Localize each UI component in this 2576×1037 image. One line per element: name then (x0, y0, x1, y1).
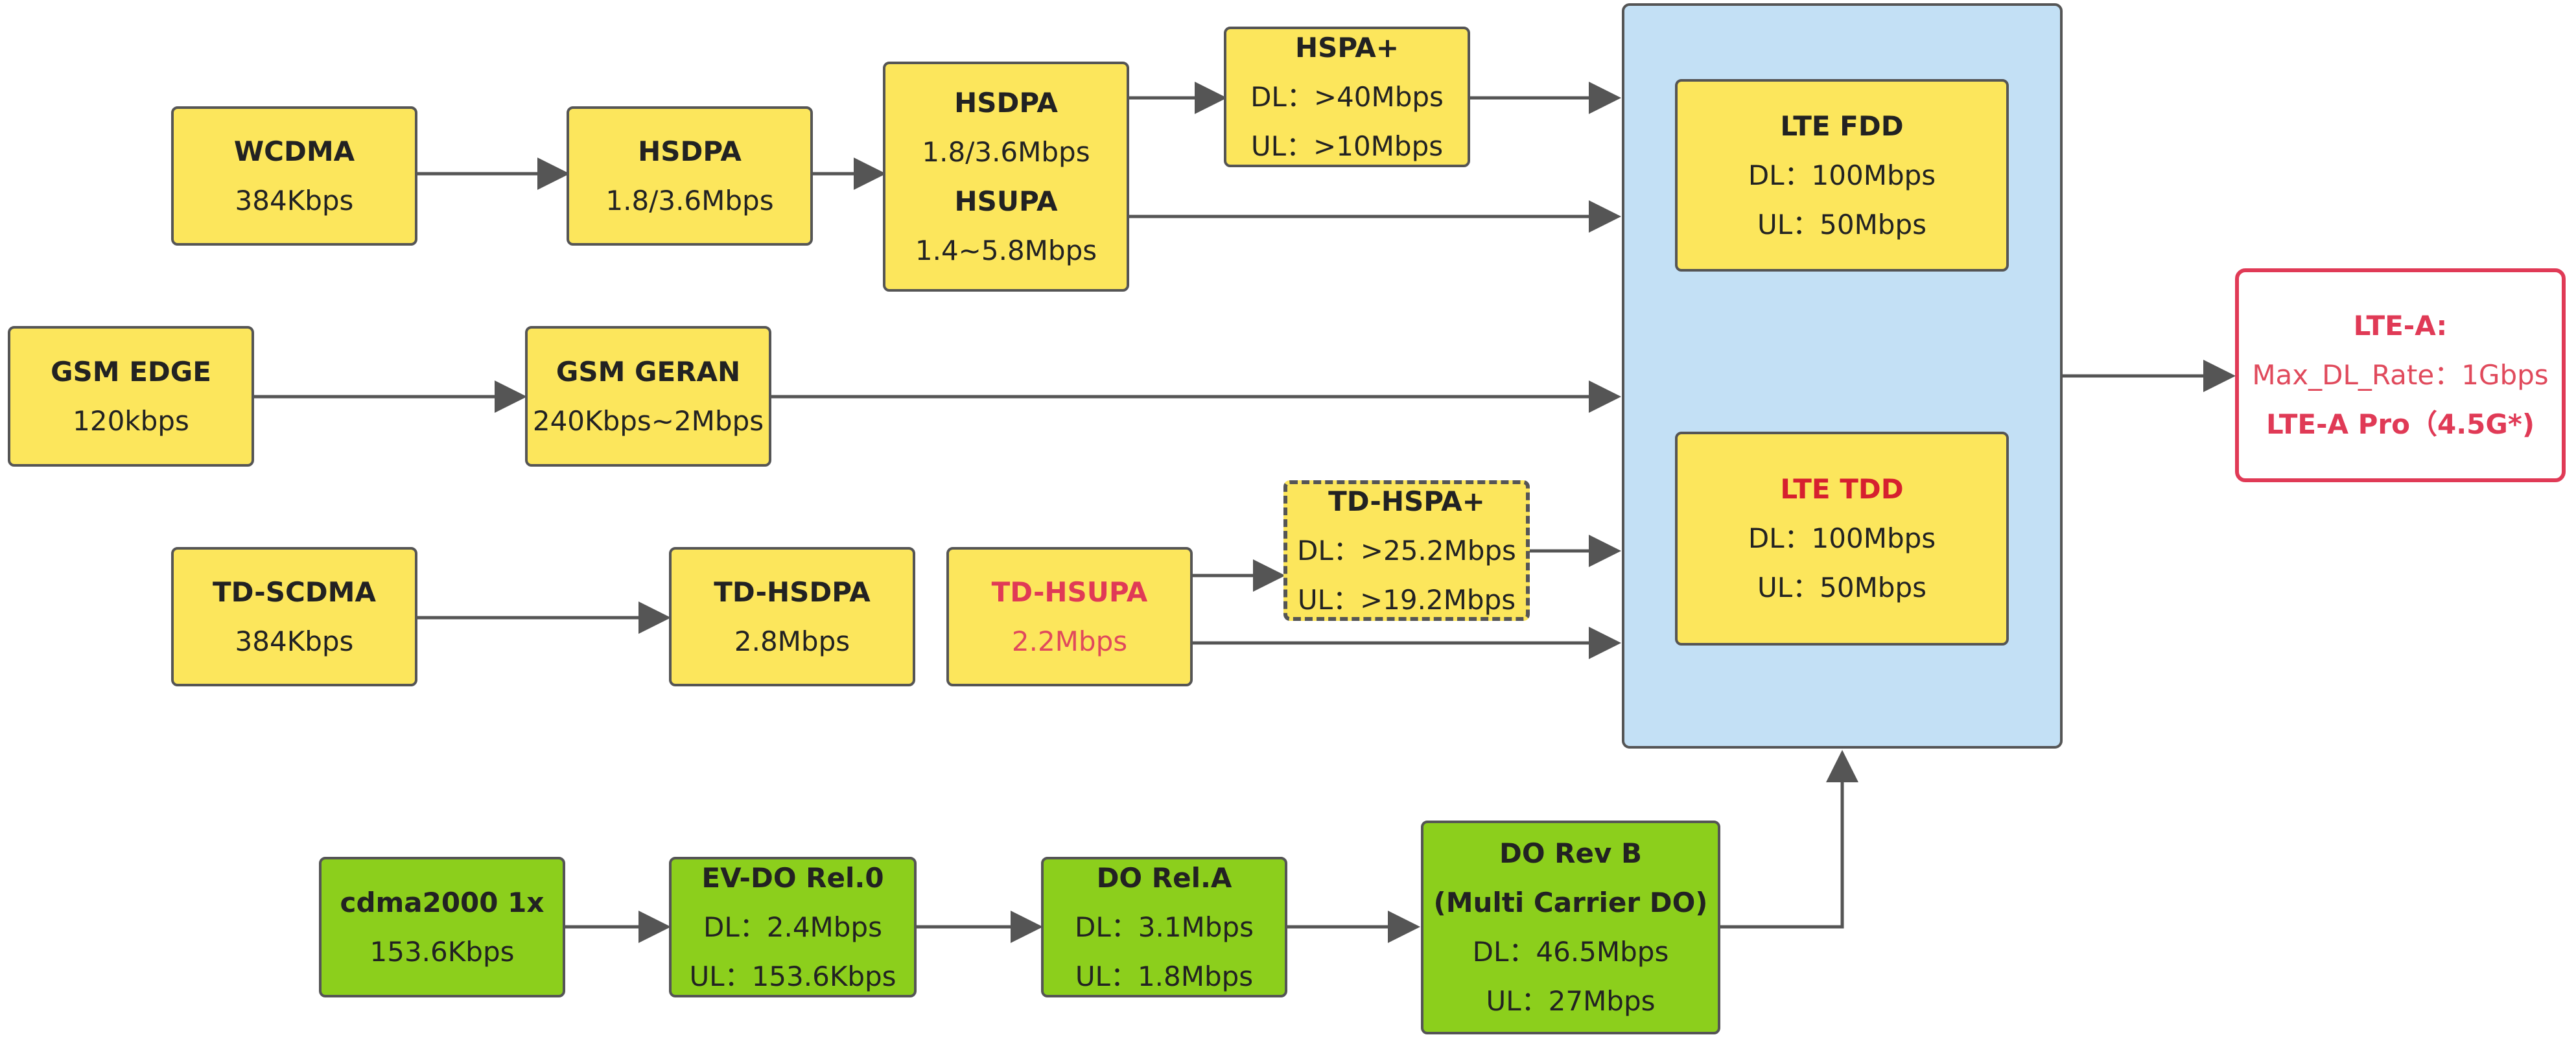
node-ul: UL：27Mbps (1486, 985, 1656, 1017)
node-lte-a[interactable]: LTE-A: Max_DL_Rate：1Gbps LTE-A Pro（4.5G*… (2235, 268, 2566, 482)
node-title: HSDPA (638, 135, 742, 167)
node-subtitle: LTE-A Pro（4.5G*) (2266, 408, 2535, 440)
node-lte-fdd[interactable]: LTE FDD DL：100Mbps UL：50Mbps (1675, 79, 2009, 272)
node-rate: 2.2Mbps (1011, 625, 1128, 657)
node-do-rel-a[interactable]: DO Rel.A DL：3.1Mbps UL：1.8Mbps (1041, 857, 1287, 997)
node-dl: DL：>25.2Mbps (1297, 534, 1516, 566)
node-td-hspa-plus[interactable]: TD-HSPA+ DL：>25.2Mbps UL：>19.2Mbps (1283, 480, 1530, 621)
node-title: HSPA+ (1294, 31, 1399, 64)
node-rate: 153.6Kbps (369, 935, 515, 968)
node-rate: 1.8/3.6Mbps (922, 135, 1090, 168)
node-ul: UL：153.6Kbps (689, 960, 896, 992)
node-rate: 1.4~5.8Mbps (915, 234, 1097, 266)
node-title: LTE TDD (1780, 473, 1904, 505)
node-cdma2000[interactable]: cdma2000 1x 153.6Kbps (319, 857, 565, 997)
node-lte-tdd[interactable]: LTE TDD DL：100Mbps UL：50Mbps (1675, 432, 2009, 646)
node-td-scdma[interactable]: TD-SCDMA 384Kbps (171, 547, 417, 686)
node-rate: 240Kbps~2Mbps (532, 404, 764, 437)
node-hsdpa[interactable]: HSDPA 1.8/3.6Mbps (567, 106, 813, 246)
node-dl: DL：100Mbps (1748, 159, 1936, 191)
node-rate: 2.8Mbps (734, 625, 850, 657)
node-ul: UL：50Mbps (1757, 208, 1927, 240)
node-title: EV-DO Rel.0 (701, 861, 884, 894)
node-title: LTE-A: (2353, 310, 2448, 342)
node-gsm-edge[interactable]: GSM EDGE 120kbps (8, 326, 254, 467)
node-dl: DL：100Mbps (1748, 522, 1936, 554)
node-title: GSM GERAN (556, 355, 741, 388)
node-td-hsupa[interactable]: TD-HSUPA 2.2Mbps (946, 547, 1193, 686)
node-title: DO Rev B (1499, 837, 1643, 869)
node-rate: 384Kbps (235, 184, 354, 216)
node-wcdma[interactable]: WCDMA 384Kbps (171, 106, 417, 246)
node-title: HSUPA (954, 185, 1058, 217)
node-subtitle: (Multi Carrier DO) (1433, 887, 1708, 918)
node-do-rev-b[interactable]: DO Rev B (Multi Carrier DO) DL：46.5Mbps … (1421, 821, 1720, 1034)
node-title: HSDPA (954, 86, 1058, 119)
node-ul: UL：>10Mbps (1250, 130, 1444, 162)
node-title: GSM EDGE (51, 355, 211, 388)
node-dl: DL：46.5Mbps (1472, 936, 1669, 968)
node-evdo-rel0[interactable]: EV-DO Rel.0 DL：2.4Mbps UL：153.6Kbps (669, 857, 917, 997)
node-title: cdma2000 1x (340, 886, 544, 918)
node-hspa-plus[interactable]: HSPA+ DL：>40Mbps UL：>10Mbps (1224, 27, 1470, 167)
node-rate: 120kbps (73, 404, 189, 437)
node-dl: DL：3.1Mbps (1075, 911, 1254, 943)
node-dl: DL：>40Mbps (1250, 80, 1444, 113)
node-title: WCDMA (233, 135, 355, 167)
node-rate: Max_DL_Rate：1Gbps (2252, 359, 2549, 391)
arrow-do-rev-b-lte (1720, 750, 1858, 929)
node-ul: UL：1.8Mbps (1075, 960, 1254, 992)
node-title: TD-HSUPA (991, 576, 1148, 608)
node-title: DO Rel.A (1096, 861, 1232, 894)
node-td-hsdpa[interactable]: TD-HSDPA 2.8Mbps (669, 547, 915, 686)
node-ul: UL：>19.2Mbps (1297, 583, 1516, 616)
node-rate: 1.8/3.6Mbps (605, 184, 774, 216)
node-title: TD-HSDPA (714, 576, 871, 608)
node-hsdpa-hsupa[interactable]: HSDPA 1.8/3.6Mbps HSUPA 1.4~5.8Mbps (883, 62, 1129, 292)
node-rate: 384Kbps (235, 625, 354, 657)
node-title: TD-SCDMA (213, 576, 376, 608)
node-dl: DL：2.4Mbps (703, 911, 882, 943)
node-gsm-geran[interactable]: GSM GERAN 240Kbps~2Mbps (525, 326, 771, 467)
node-ul: UL：50Mbps (1757, 572, 1927, 603)
node-title: TD-HSPA+ (1328, 485, 1485, 517)
node-title: LTE FDD (1780, 110, 1904, 142)
